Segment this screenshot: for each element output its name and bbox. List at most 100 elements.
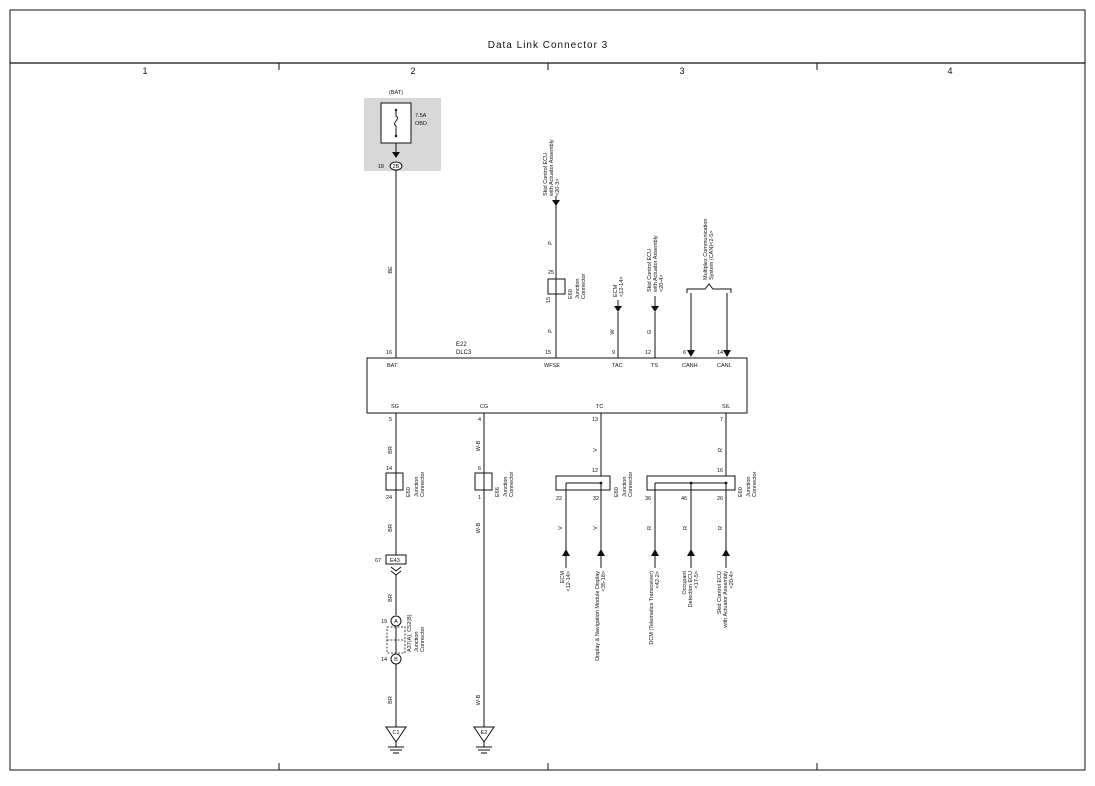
wire-color-bat: BE — [388, 266, 394, 274]
junction-e60-tc-pin-top: 12 — [592, 468, 598, 474]
wire-color-sil4: R — [718, 526, 724, 530]
dlc3-connector — [366, 357, 748, 414]
dlc-pin-label-sil: SIL — [722, 404, 730, 410]
fuse-pin-label: 2B — [393, 164, 400, 170]
dlc3-name: DLC3 — [456, 350, 472, 356]
junction-e60-sg-label: JunctionConnector — [414, 471, 426, 497]
fuse-name: OBD — [415, 121, 427, 127]
wire-color-sg3: BR — [388, 594, 394, 602]
fuse-node-top — [394, 108, 398, 112]
column-label-2: 2 — [410, 66, 415, 76]
junction-a37-letter-top: A — [394, 619, 398, 625]
dlc-pin-label-bat: BAT — [387, 363, 398, 369]
wire-color-sg2: BR — [388, 524, 394, 532]
tac-destination: ECM<12-14> — [613, 277, 625, 298]
dlc3-id: E22 — [456, 342, 467, 348]
junction-e60-sil-pin-l: 36 — [645, 496, 651, 502]
can-bracket — [686, 283, 732, 293]
junction-e60-wfse-label: JunctionConnector — [575, 273, 587, 299]
junction-a37-label: JunctionConnector — [414, 626, 426, 652]
wire-color-sil3: R — [683, 526, 689, 530]
tc-ecm-destination: ECM<12-14> — [560, 571, 572, 592]
wire-color-wfse-top: P — [548, 241, 554, 245]
wfse-destination-full: Skid Control ECUwith Actuator Assembly<2… — [543, 139, 561, 197]
ts-arrow — [651, 306, 659, 312]
dlc-pin-label-canl: CANL — [717, 363, 732, 369]
wire-color-tc1: V — [593, 448, 599, 452]
fuse-arrow — [392, 152, 400, 158]
junction-e60-wfse-pin-bot: 15 — [546, 297, 552, 303]
tc-ecm-arrow — [562, 549, 570, 556]
dlc-pin-label-cg: CG — [480, 404, 488, 410]
junction-e60-tc-label: JunctionConnector — [622, 471, 634, 497]
dlc-pin-label-tc: TC — [596, 404, 603, 410]
wire-color-tc3: V — [593, 526, 599, 530]
fuse-source: (BAT) — [389, 90, 403, 96]
junction-a37-pin-a — [390, 615, 402, 627]
dlc-pin-label-wfse: WFSE — [544, 363, 560, 369]
junction-a37-pin-bot: 14 — [381, 657, 387, 663]
dlc-pin-label-canh: CANH — [682, 363, 698, 369]
sil-skid-arrow — [722, 549, 730, 556]
ground-e2-label: E2 — [481, 730, 488, 736]
column-label-3: 3 — [679, 66, 684, 76]
connector-e43-label: E43 — [390, 558, 400, 564]
dlc-pin-num-sil: 7 — [720, 417, 723, 423]
canl-arrow — [723, 350, 731, 357]
tac-arrow — [614, 306, 622, 312]
ground-c1-label: C1 — [392, 730, 399, 736]
junction-a37-pin-top: 19 — [381, 619, 387, 625]
dlc-pin-label-sg: SG — [391, 404, 399, 410]
sil-skid-destination: Skid Control ECUwith Actuator Assembly<2… — [717, 571, 735, 629]
tc-display-destination: Display & Navigation Module Display<35-1… — [595, 571, 607, 661]
wire-color-cg1: W-B — [476, 440, 482, 451]
wire-color-tac: W — [610, 329, 616, 335]
junction-e60-tc-id: E60 — [614, 487, 620, 497]
dlc-pin-num-ts: 12 — [645, 350, 651, 356]
tc-display-arrow — [597, 549, 605, 556]
page-title: Data Link Connector 3 — [488, 40, 609, 51]
dlc-pin-num-canh: 6 — [683, 350, 686, 356]
connector-e43-pin: 67 — [375, 558, 381, 564]
column-ticks-top — [278, 63, 818, 70]
junction-e66-id: E66 — [495, 487, 501, 497]
junction-a37-letter-bot: B — [394, 657, 398, 663]
dlc-pin-num-wfse: 15 — [545, 350, 551, 356]
dlc-pin-num-tc: 13 — [592, 417, 598, 423]
junction-e60-tc-pin-l: 22 — [556, 496, 562, 502]
wire-color-cg2: W-B — [476, 522, 482, 533]
canh-arrow — [687, 350, 695, 357]
junction-e60-sil-pin-top: 16 — [717, 468, 723, 474]
junction-e60-sil-pin-r: 26 — [717, 496, 723, 502]
dlc-pin-label-tac: TAC — [612, 363, 623, 369]
dlc-pin-num-canl: 14 — [717, 350, 723, 356]
dlc-pin-num-bat: 16 — [386, 350, 392, 356]
sil-occupant-arrow — [687, 549, 695, 556]
junction-e66-pin-bot: 1 — [478, 495, 481, 501]
dlc-pin-num-tac: 9 — [612, 350, 615, 356]
wire-color-tc2: V — [558, 526, 564, 530]
fuse-node-bot — [394, 134, 398, 138]
wire-color-wfse-bot: P — [548, 329, 554, 333]
wire-color-sil2: R — [647, 526, 653, 530]
ground-c1 — [385, 726, 407, 743]
junction-a37-id: A37(A), C52(B) — [407, 614, 413, 652]
connector-e43 — [385, 554, 407, 565]
junction-e60-sg-id: E60 — [406, 487, 412, 497]
column-label-1: 1 — [142, 66, 147, 76]
junction-e60-sil-pin-m: 46 — [681, 496, 687, 502]
wire-color-cg3: W-B — [476, 694, 482, 705]
wire-color-ts: G — [647, 330, 653, 334]
connector-e43-chevron — [390, 566, 402, 576]
column-label-4: 4 — [947, 66, 952, 76]
sil-dcm-destination: DCM (Telematics Transceiver)<42-2> — [649, 571, 661, 645]
junction-e60-tc-pin-r: 32 — [593, 496, 599, 502]
ground-e2 — [473, 726, 495, 743]
junction-e60-wfse-pin-top: 25 — [548, 270, 554, 276]
fuse-rating: 7.5A — [415, 113, 427, 119]
sil-occupant-destination: OccupantDetection ECU<17-5> — [682, 571, 700, 608]
dlc-pin-num-sg: 5 — [389, 417, 392, 423]
junction-e60-wfse-id: E60 — [568, 289, 574, 299]
